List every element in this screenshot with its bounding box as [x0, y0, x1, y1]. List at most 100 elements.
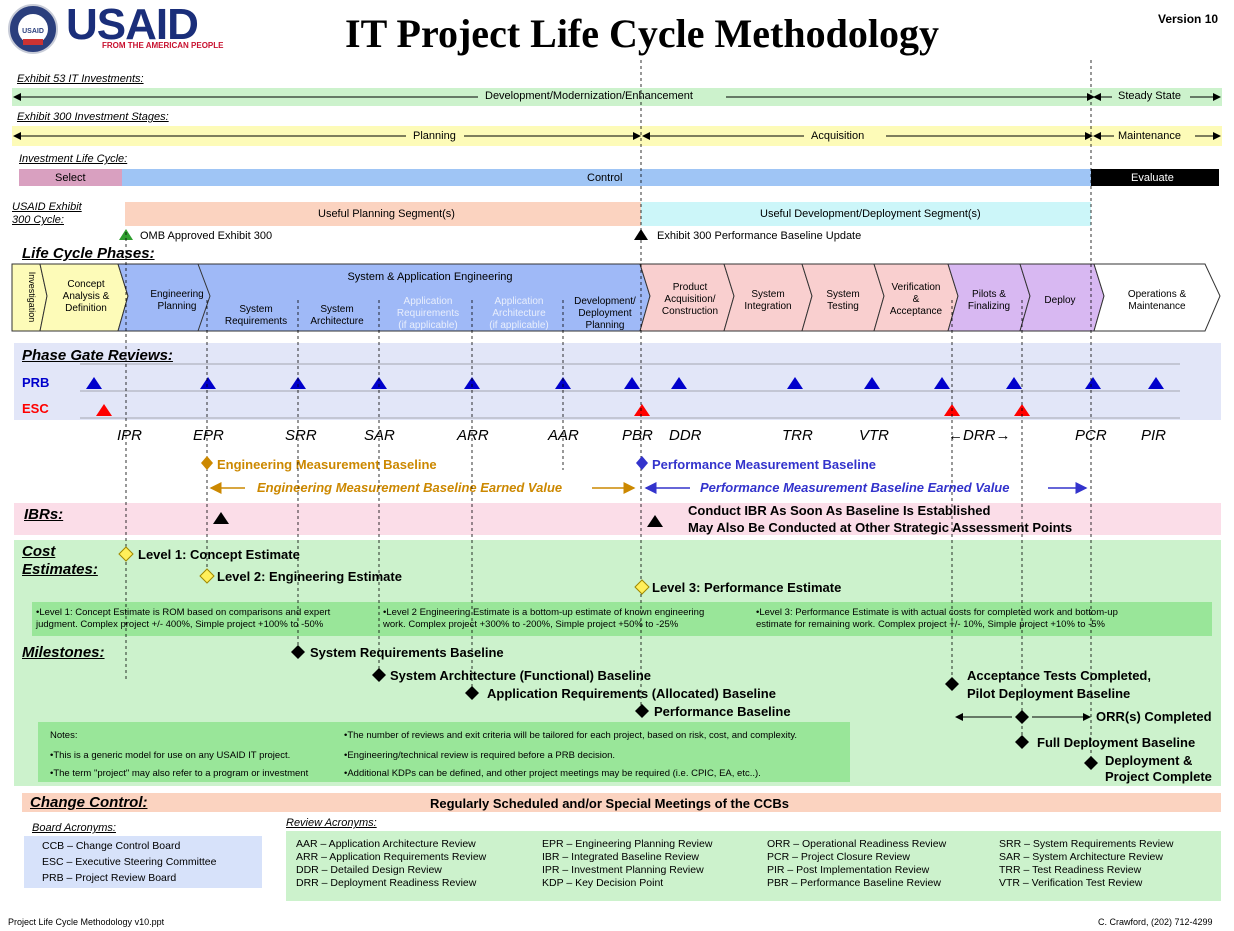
phase-product-shape	[639, 263, 735, 332]
phase-label: Pilots &Finalizing	[968, 289, 1010, 312]
select-label: Select	[55, 172, 86, 184]
cost-note-3a: •Level 3: Performance Estimate is with a…	[756, 607, 1118, 618]
pmb-ev-label: Performance Measurement Baseline Earned …	[698, 480, 1012, 495]
cost-note-3b: estimate for remaining work. Complex pro…	[756, 619, 1106, 630]
cost-label-1: Cost	[22, 543, 56, 560]
phase-label: Verification&Acceptance	[890, 282, 943, 317]
exhibit300-label: Exhibit 300 Investment Stages:	[17, 111, 169, 123]
dme-label: Development/Modernization/Enhancement	[482, 90, 696, 102]
gate-pir: PIR	[1141, 427, 1167, 444]
phases-label: Life Cycle Phases:	[22, 245, 155, 262]
ms-atc-2: Pilot Deployment Baseline	[967, 686, 1131, 701]
phase-testing-shape	[801, 263, 885, 332]
phase-concept-shape	[39, 263, 129, 332]
control-band	[122, 169, 1091, 186]
cycle300-label-2: 300 Cycle:	[12, 214, 64, 226]
board-acronyms-box	[24, 836, 262, 888]
gate-sar: SAR	[364, 427, 395, 444]
pmb-label: Performance Measurement Baseline	[652, 457, 876, 472]
gate-epr: EPR	[193, 427, 224, 444]
review-acronym: SAR – System Architecture Review	[999, 851, 1163, 863]
phase-deploy-shape	[1019, 263, 1105, 332]
review-acronym: PBR – Performance Baseline Review	[767, 877, 941, 889]
cost-note-1a: •Level 1: Concept Estimate is ROM based …	[36, 607, 331, 618]
phase-label: Deploy	[1044, 295, 1075, 306]
review-acronym: PCR – Project Closure Review	[767, 851, 910, 863]
board-acronym-2: ESC – Executive Steering Committee	[42, 856, 217, 868]
evaluate-label: Evaluate	[1131, 172, 1174, 184]
notes-1: •This is a generic model for use on any …	[50, 750, 291, 761]
review-col-2: EPR – Engineering Planning Review IBR – …	[542, 838, 712, 890]
gate-ddr: DDR	[669, 427, 702, 444]
pbu-label: Exhibit 300 Performance Baseline Update	[657, 230, 862, 242]
change-control-text: Regularly Scheduled and/or Special Meeti…	[430, 796, 790, 811]
gate-arr: ARR	[457, 427, 489, 444]
emb-label: Engineering Measurement Baseline	[217, 457, 437, 472]
phase-pilots-shape	[947, 263, 1031, 332]
review-acronym: ORR – Operational Readiness Review	[767, 838, 947, 850]
notes-3: •The number of reviews and exit criteria…	[344, 730, 798, 741]
ibr-line-2: May Also Be Conducted at Other Strategic…	[688, 520, 1073, 535]
gates-label: Phase Gate Reviews:	[22, 347, 173, 364]
emb-diamond-icon	[201, 456, 213, 470]
review-acronym: EPR – Engineering Planning Review	[542, 838, 713, 850]
change-control-band	[22, 793, 1221, 812]
cost-l2: Level 2: Engineering Estimate	[217, 569, 402, 584]
esc-label: ESC	[22, 401, 49, 416]
steady-state-label: Steady State	[1118, 90, 1181, 102]
phase-ops-shape	[1093, 263, 1221, 332]
page-title: IT Project Life Cycle Methodology	[345, 11, 939, 56]
review-acronym: IBR – Integrated Baseline Review	[542, 851, 700, 863]
phase-sae-divider-1	[197, 263, 211, 332]
prb-label: PRB	[22, 375, 50, 390]
phase-sae-shape	[117, 263, 651, 332]
cost-notes-box	[32, 602, 1212, 636]
exhibit300-band	[12, 126, 1222, 146]
phase-group-label: System & Application Engineering	[347, 271, 512, 283]
maintenance-label: Maintenance	[1118, 130, 1181, 142]
ms-arb: Application Requirements (Allocated) Bas…	[487, 686, 776, 701]
gate-pbr: PBR	[622, 427, 653, 444]
ibr-line-1: Conduct IBR As Soon As Baseline Is Estab…	[688, 503, 991, 518]
usaid-tagline: FROM THE AMERICAN PEOPLE	[102, 41, 224, 50]
gate-band	[14, 343, 1221, 420]
select-band	[19, 169, 122, 186]
notes-2: •The term "project" may also refer to a …	[50, 768, 309, 779]
review-col-4: SRR – System Requirements Review SAR – S…	[999, 838, 1173, 890]
cost-l3: Level 3: Performance Estimate	[652, 580, 842, 595]
useful-dev-label: Useful Development/Deployment Segment(s)	[760, 208, 981, 220]
gate-aar: AAR	[548, 427, 579, 444]
gate-ipr: IPR	[117, 427, 143, 444]
ibr-label: IBRs:	[24, 506, 64, 523]
ms-pb: Performance Baseline	[654, 704, 791, 719]
phase-label: Operations &Maintenance	[1128, 289, 1187, 312]
ms-fdb: Full Deployment Baseline	[1037, 735, 1196, 750]
control-label: Control	[587, 172, 623, 184]
phase-verification-shape	[873, 263, 959, 332]
cost-note-2a: •Level 2 Engineering Estimate is a botto…	[383, 607, 705, 618]
gate-pcr: PCR	[1075, 427, 1107, 444]
review-acronym: VTR – Verification Test Review	[999, 877, 1143, 889]
notes-4: •Engineering/technical review is require…	[344, 750, 616, 761]
board-acronyms-label: Board Acronyms:	[32, 822, 116, 834]
board-acronym-1: CCB – Change Control Board	[42, 840, 181, 852]
useful-planning-band	[125, 202, 641, 226]
review-col-3: ORR – Operational Readiness Review PCR –…	[767, 838, 946, 890]
ms-atc-1: Acceptance Tests Completed,	[967, 668, 1151, 683]
gate-srr: SRR	[285, 427, 317, 444]
review-acronym: DRR – Deployment Readiness Review	[296, 877, 477, 889]
phase-investigation-label: Investigation	[27, 272, 37, 323]
review-acronyms-label: Review Acronyms:	[286, 817, 377, 829]
usaid-seal: USAID	[8, 4, 58, 54]
omb-triangle-icon	[119, 229, 133, 240]
pbu-triangle-icon	[634, 229, 648, 240]
review-acronym: DDR – Detailed Design Review	[296, 864, 442, 876]
